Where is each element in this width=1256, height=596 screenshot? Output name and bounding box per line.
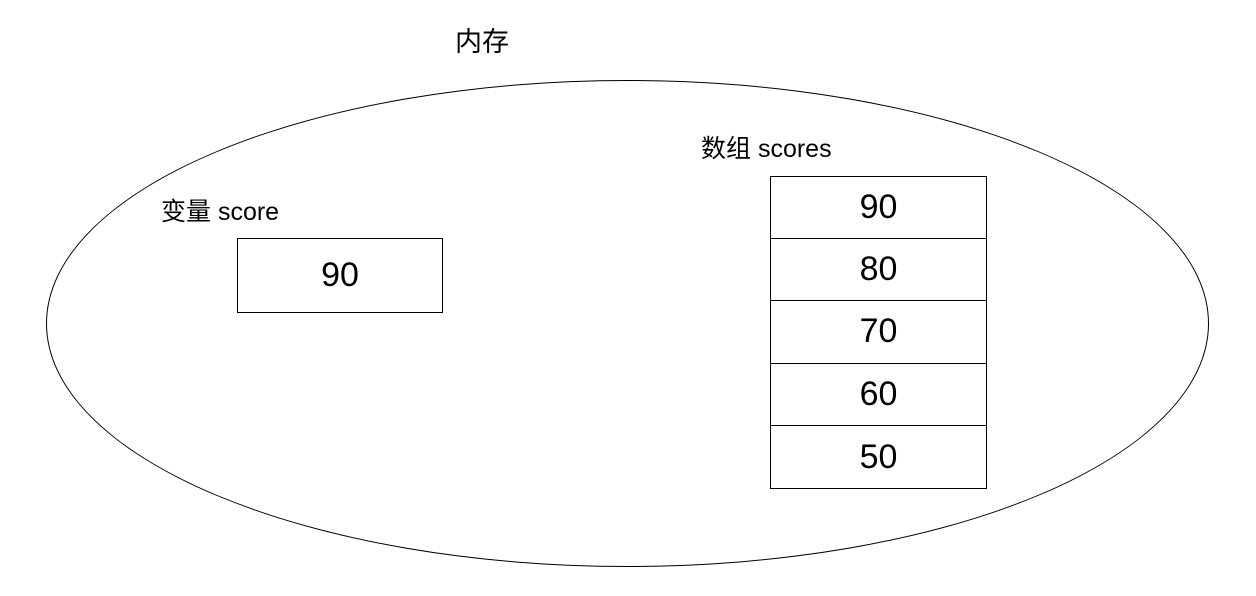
array-cell: 80 (770, 238, 987, 302)
array-cell-value: 90 (859, 187, 898, 226)
array-label: 数组 scores (701, 135, 832, 163)
array-box: 90 80 70 60 50 (770, 176, 987, 489)
diagram-title: 内存 (455, 27, 509, 57)
array-cell-value: 50 (859, 437, 898, 476)
array-cell: 70 (770, 301, 987, 364)
array-cell-value: 70 (859, 312, 898, 351)
variable-box: 90 (237, 238, 443, 313)
array-cell: 60 (770, 363, 987, 427)
variable-label: 变量 score (161, 198, 280, 226)
variable-value: 90 (321, 256, 359, 294)
array-cell: 50 (770, 426, 987, 489)
memory-ellipse (46, 80, 1209, 567)
array-cell-value: 60 (859, 375, 898, 414)
array-cell-value: 80 (859, 249, 898, 288)
array-cell: 90 (770, 176, 987, 239)
